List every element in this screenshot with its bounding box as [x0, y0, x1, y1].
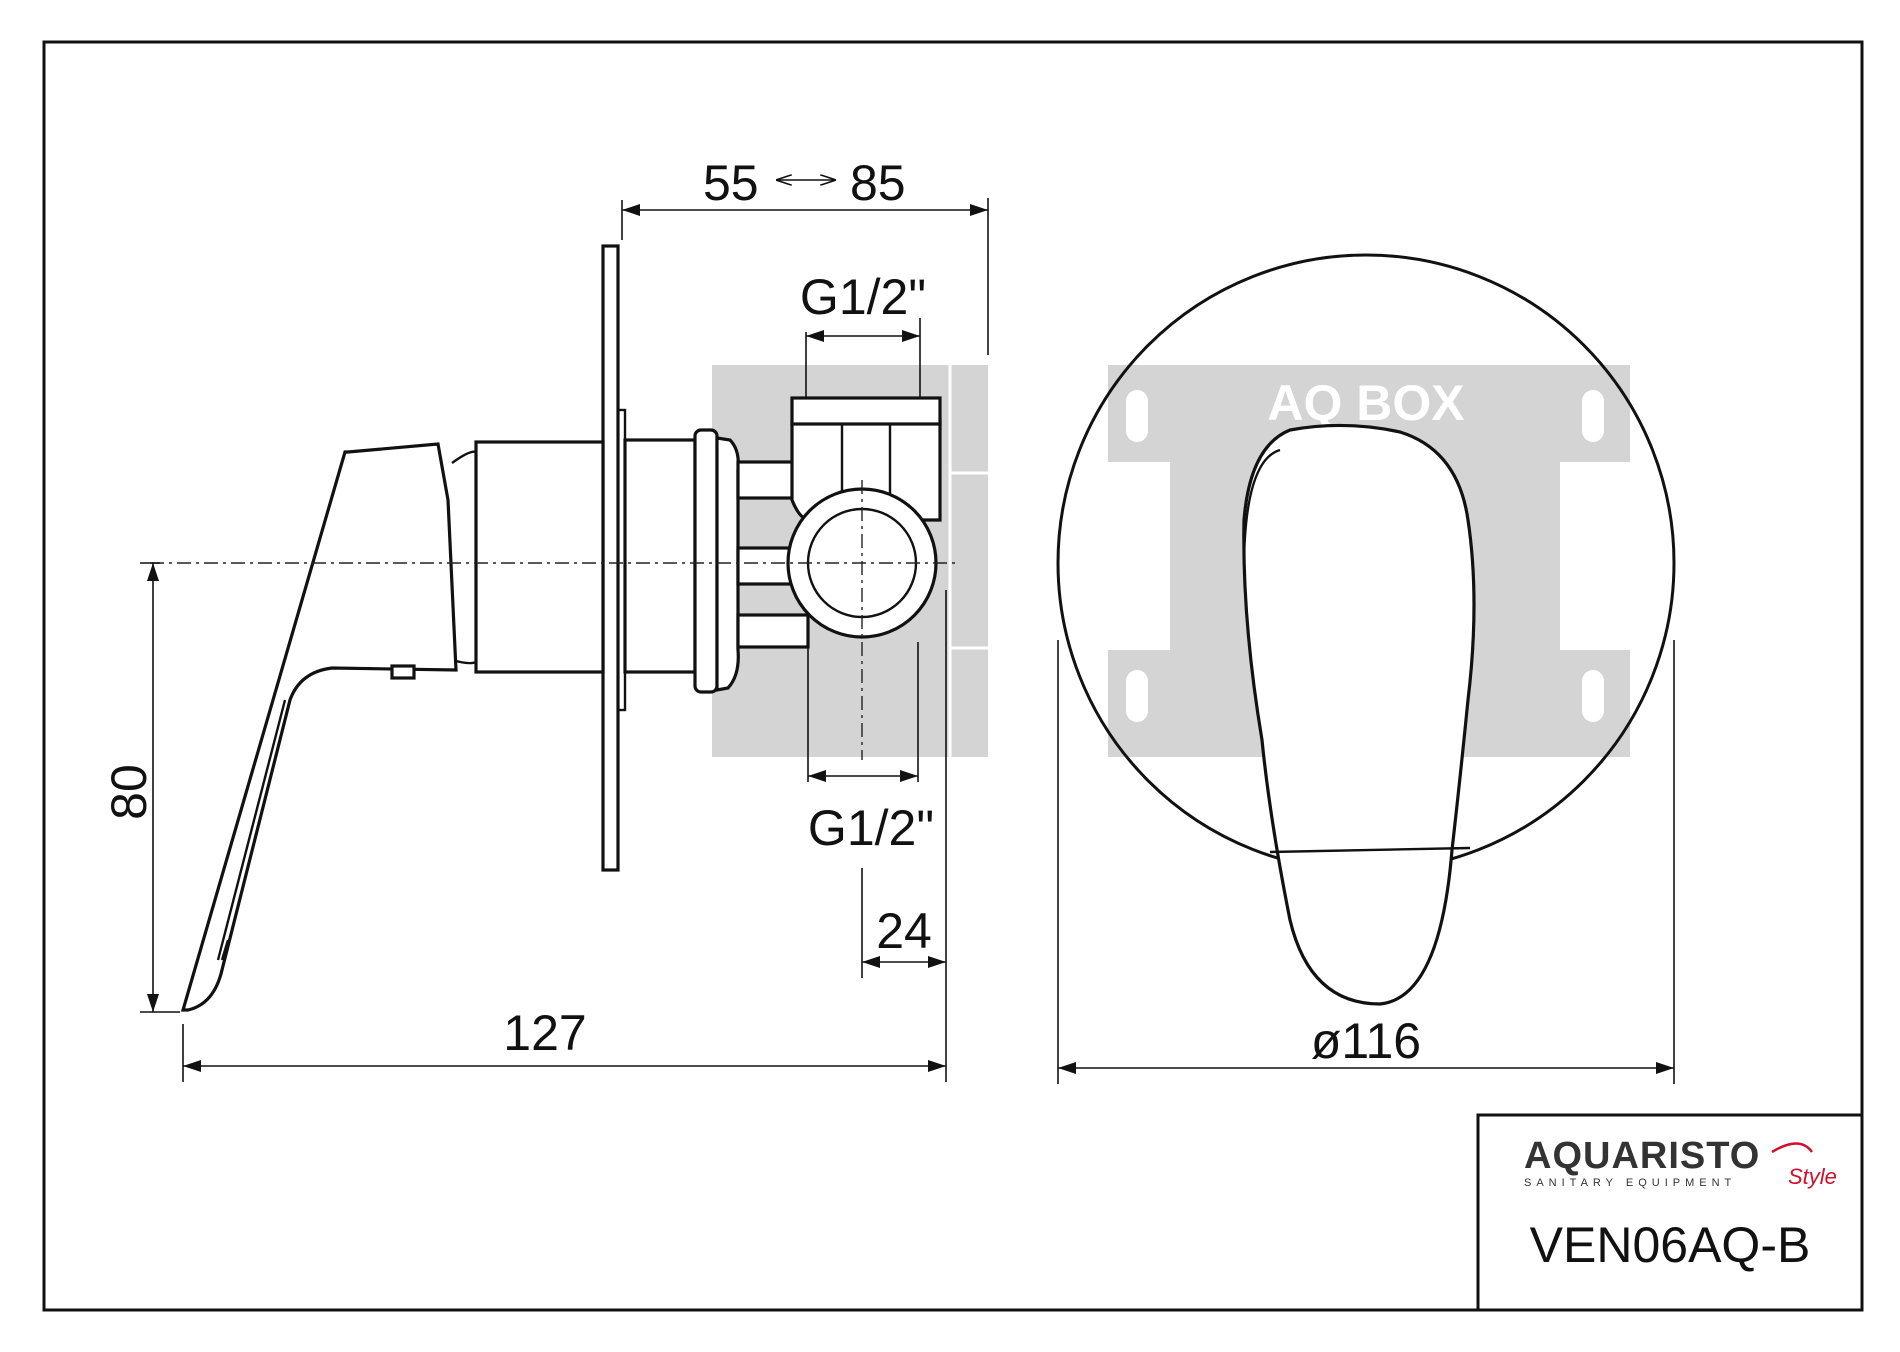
offset-label: 24 [876, 903, 932, 959]
depth-max-label: 85 [850, 155, 906, 211]
wall-plate [601, 244, 620, 872]
brand-swoosh-icon [1771, 1142, 1814, 1154]
depth-min-label: 55 [703, 155, 759, 211]
front-view: AQ BOX ø116 [1056, 253, 1676, 1084]
lever-front [1242, 423, 1476, 1006]
valve-body [474, 440, 605, 674]
model-number: VEN06AQ-B [1530, 1217, 1811, 1273]
height-label: 80 [101, 764, 157, 820]
title-block: AQUARISTO SANITARY EQUIPMENT Style VEN06… [1476, 1113, 1864, 1312]
length-label: 127 [503, 1005, 586, 1061]
thread-top-label: G1/2" [800, 269, 926, 325]
brand-logo: AQUARISTO [1524, 1135, 1760, 1177]
brand-subtitle: SANITARY EQUIPMENT [1524, 1177, 1736, 1189]
lever-handle [180, 442, 458, 1012]
thread-bottom-label: G1/2" [808, 800, 934, 856]
brand-script: Style [1788, 1164, 1837, 1189]
drawing-frame [42, 40, 1864, 1312]
diameter-label: ø116 [1311, 1013, 1421, 1069]
aq-box-label: AQ BOX [1267, 375, 1464, 431]
side-view: 55 85 G1/2" G1/2" 80 24 127 [101, 155, 989, 1082]
